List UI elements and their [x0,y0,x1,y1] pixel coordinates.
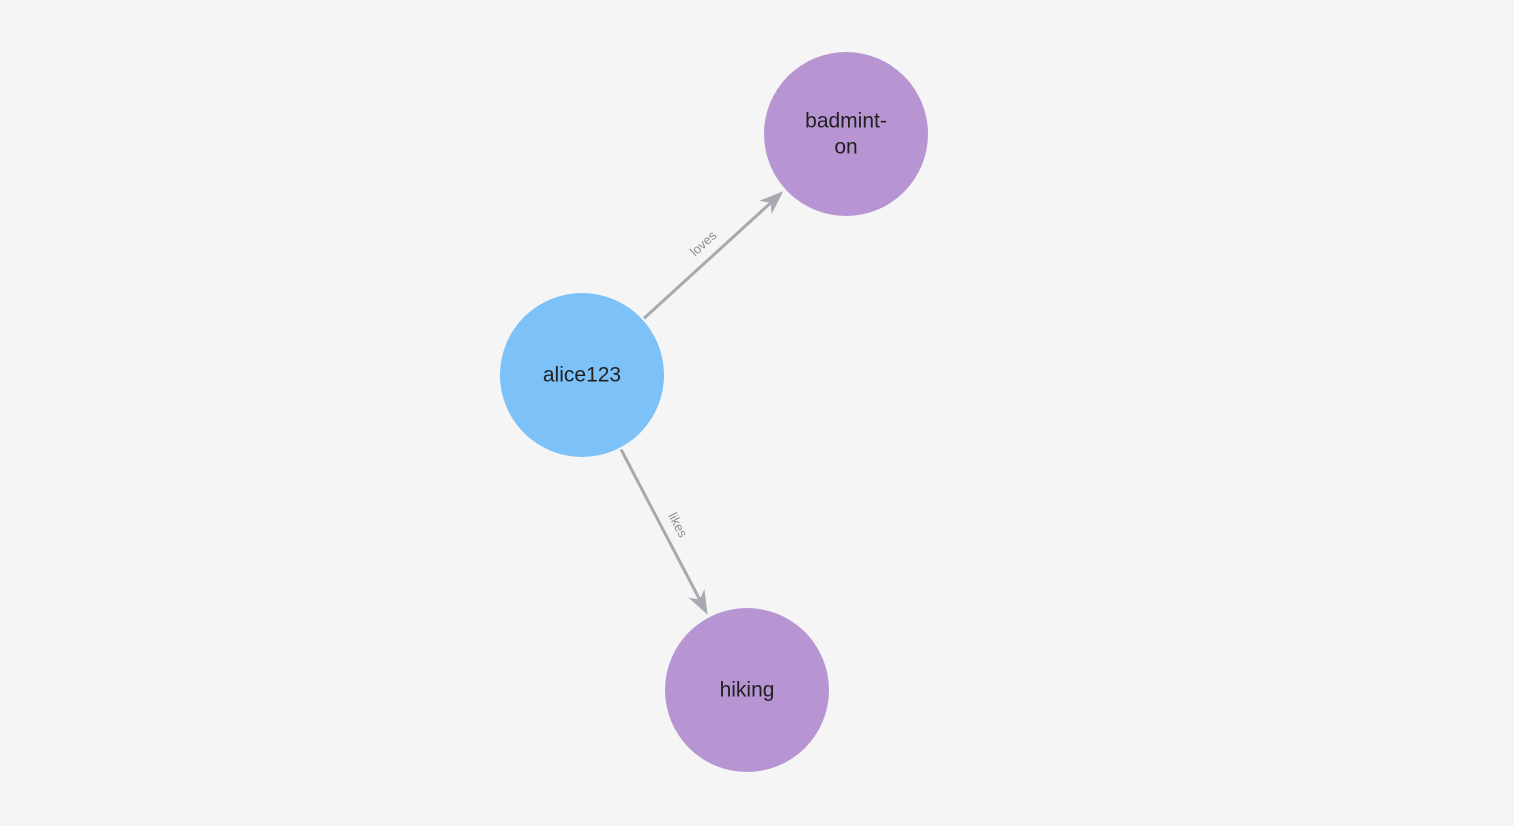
edge-label: likes [665,510,691,540]
node-circle[interactable] [764,52,928,216]
graph-node-badminton[interactable]: badmint-on [764,52,928,216]
graph-node-alice123[interactable]: alice123 [500,293,664,457]
edge-arrowhead-icon [688,589,708,615]
edge-line[interactable] [619,448,702,601]
graph-edge-likes[interactable]: likes [619,448,708,615]
graph-edge-loves[interactable]: loves [642,191,784,320]
edge-line[interactable] [642,201,772,320]
edge-arrowhead-icon [759,191,784,215]
graph-node-hiking[interactable]: hiking [665,608,829,772]
node-circle[interactable] [500,293,664,457]
node-circle[interactable] [665,608,829,772]
